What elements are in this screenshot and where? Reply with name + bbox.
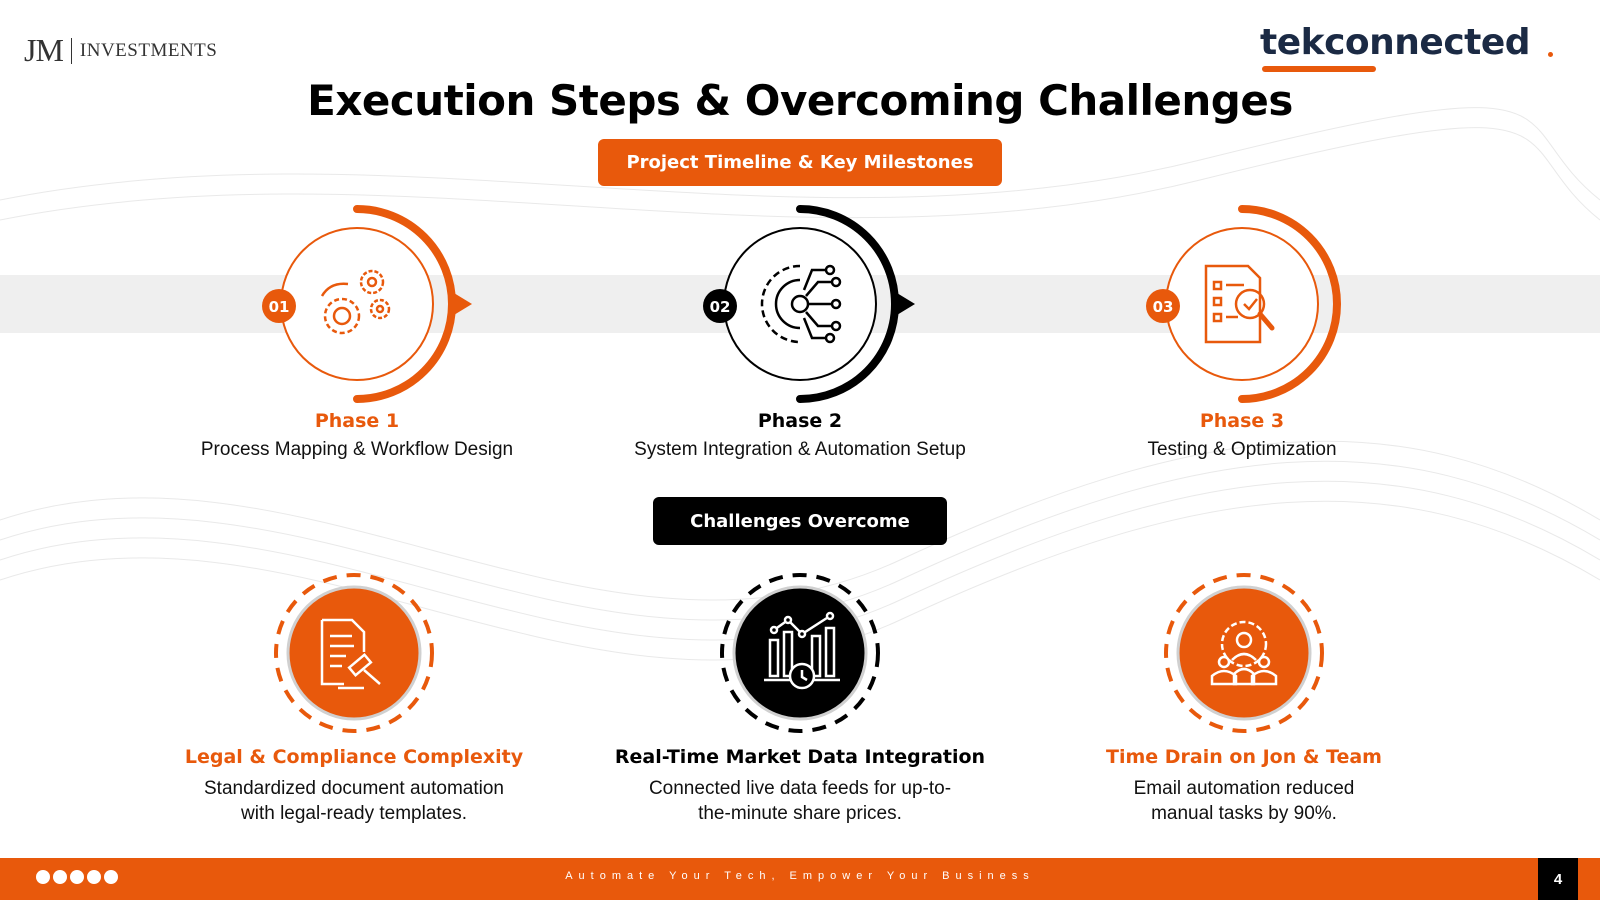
logo-dot xyxy=(1548,52,1553,57)
linkedin-icon[interactable] xyxy=(104,870,118,884)
phase-1-ring xyxy=(280,205,472,403)
timeline-heading-pill: Project Timeline & Key Milestones xyxy=(598,139,1002,186)
challenge-3-description-line2: manual tasks by 90%. xyxy=(1151,803,1337,824)
challenge-3-description: Email automation reduced manual tasks by… xyxy=(1054,776,1434,826)
challenge-1-description-line2: with legal-ready templates. xyxy=(241,803,467,824)
logo-divider xyxy=(70,37,72,64)
phase-1-description: Process Mapping & Workflow Design xyxy=(200,439,514,460)
challenge-2-title: Real-Time Market Data Integration xyxy=(614,746,986,768)
footer-bar: Automate Your Tech, Empower Your Busines… xyxy=(0,858,1600,900)
market-chart-clock-icon xyxy=(764,611,840,690)
challenges-heading-text: Challenges Overcome xyxy=(690,510,910,532)
challenge-2-description-line1: Connected live data feeds for up-to- xyxy=(648,778,952,799)
checklist-magnifier-icon xyxy=(1204,264,1275,344)
challenge-1-badge xyxy=(274,573,434,733)
phase-3-description: Testing & Optimization xyxy=(1147,439,1337,460)
phase-3-title: Phase 3 xyxy=(1199,410,1285,432)
phase-1-title: Phase 1 xyxy=(314,410,400,432)
instagram-icon[interactable] xyxy=(70,870,84,884)
challenge-2-description-line2: the-minute share prices. xyxy=(698,803,902,824)
timeline-heading-text: Project Timeline & Key Milestones xyxy=(626,152,974,173)
jm-investments-logo: JM INVESTMENTS xyxy=(24,32,217,69)
page-title: Execution Steps & Overcoming Challenges xyxy=(307,76,1293,125)
phase-2-number: 02 xyxy=(710,298,731,316)
phase-3-number: 03 xyxy=(1153,298,1174,316)
legal-document-gavel-icon xyxy=(320,618,381,690)
challenge-1-title: Legal & Compliance Complexity xyxy=(184,746,524,768)
challenge-3-description-line1: Email automation reduced xyxy=(1133,778,1355,799)
facebook-icon[interactable] xyxy=(36,870,50,884)
challenge-1-description: Standardized document automation with le… xyxy=(164,776,544,826)
team-gear-icon xyxy=(1210,620,1278,686)
tekconnected-logo-text: tekconnected xyxy=(1260,22,1531,63)
logo-underline xyxy=(1262,66,1376,72)
phase-1-number-badge: 01 xyxy=(262,289,296,323)
tekconnected-logo: tekconnected xyxy=(1260,22,1553,74)
phase-2-title: Phase 2 xyxy=(757,410,843,432)
logo-jm-text: JM xyxy=(24,32,64,68)
challenges-heading-pill: Challenges Overcome xyxy=(653,497,947,545)
page-number: 4 xyxy=(1538,858,1578,900)
challenge-2-description: Connected live data feeds for up-to- the… xyxy=(610,776,990,826)
phase-2-description: System Integration & Automation Setup xyxy=(634,439,966,460)
youtube-icon[interactable] xyxy=(87,870,101,884)
footer-tagline: Automate Your Tech, Empower Your Busines… xyxy=(565,870,1035,882)
logo-investments-text: INVESTMENTS xyxy=(79,39,218,61)
social-icons xyxy=(36,870,118,884)
challenge-1-description-line1: Standardized document automation xyxy=(204,778,504,799)
gears-icon xyxy=(320,269,391,335)
phase-2-ring xyxy=(723,205,915,403)
phase-3-number-badge: 03 xyxy=(1146,289,1180,323)
phase-2-number-badge: 02 xyxy=(703,289,737,323)
challenge-3-title: Time Drain on Jon & Team xyxy=(1106,746,1382,768)
phase-1-number: 01 xyxy=(269,298,290,316)
twitter-icon[interactable] xyxy=(53,870,67,884)
challenge-2-badge xyxy=(720,573,880,733)
gear-circuit-icon xyxy=(760,264,842,344)
